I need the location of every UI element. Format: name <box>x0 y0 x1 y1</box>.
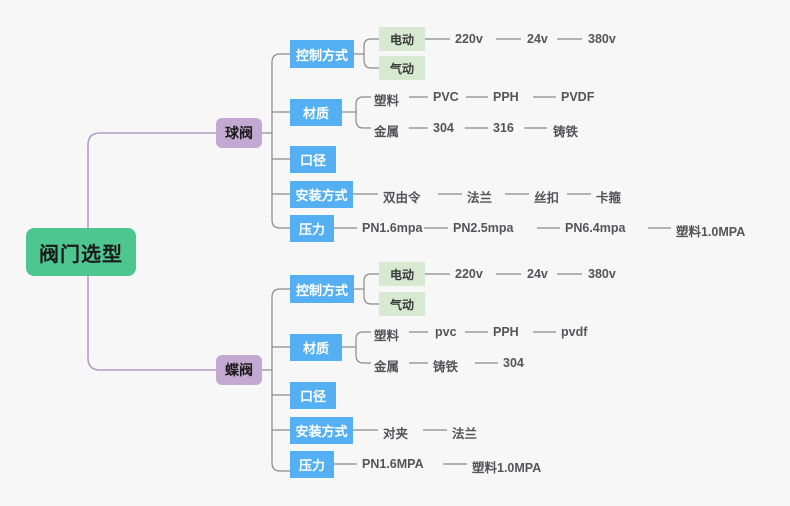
leaf-butterfly-install-wafer: 对夹 <box>383 427 409 441</box>
branch-node-ball-valve[interactable]: 球阀 <box>216 118 262 148</box>
topic-node-butterfly-control-mode[interactable]: 控制方式 <box>290 275 354 303</box>
branch-node-butterfly-valve[interactable]: 蝶阀 <box>216 355 262 385</box>
mode-label: 气动 <box>389 297 414 312</box>
leaf-ball-install-clamp: 卡箍 <box>596 191 622 205</box>
leaf-ball-plastic-pvdf: PVDF <box>561 90 595 104</box>
leaf-butterfly-material-plastic: 塑料 <box>374 329 400 343</box>
topic-node-butterfly-installation[interactable]: 安装方式 <box>290 417 353 444</box>
leaf-butterfly-metal-304: 304 <box>503 356 524 370</box>
mode-node-ball-electric[interactable]: 电动 <box>379 27 425 51</box>
leaf-ball-pressure-pn64: PN6.4mpa <box>565 221 626 235</box>
leaf-butterfly-electric-220v: 220v <box>455 267 483 281</box>
topic-label: 压力 <box>298 458 325 473</box>
leaf-butterfly-plastic-pph: PPH <box>493 325 519 339</box>
leaf-ball-pressure-pn25: PN2.5mpa <box>453 221 514 235</box>
leaf-butterfly-electric-24v: 24v <box>527 267 548 281</box>
leaf-ball-metal-cast-iron: 铸铁 <box>553 125 579 139</box>
leaf-ball-metal-304: 304 <box>433 121 454 135</box>
leaf-butterfly-plastic-pvc: pvc <box>435 325 457 339</box>
mode-label: 电动 <box>389 267 414 282</box>
topic-node-butterfly-material[interactable]: 材质 <box>290 334 342 361</box>
leaf-ball-electric-220v: 220v <box>455 32 483 46</box>
mode-label: 气动 <box>389 61 414 76</box>
topic-node-ball-installation[interactable]: 安装方式 <box>290 181 353 208</box>
leaf-ball-install-union: 双由令 <box>383 191 421 205</box>
leaf-ball-install-thread: 丝扣 <box>534 191 560 205</box>
leaf-butterfly-material-metal: 金属 <box>374 360 400 374</box>
leaf-butterfly-metal-cast-iron: 铸铁 <box>433 360 459 374</box>
leaf-ball-pressure-pn16: PN1.6mpa <box>362 221 423 235</box>
leaf-ball-electric-24v: 24v <box>527 32 548 46</box>
mode-node-ball-pneumatic[interactable]: 气动 <box>379 56 425 80</box>
leaf-ball-material-metal: 金属 <box>374 125 400 139</box>
topic-node-ball-diameter[interactable]: 口径 <box>290 146 336 173</box>
leaf-ball-pressure-plastic10: 塑料1.0MPA <box>676 225 746 239</box>
leaf-butterfly-install-flange: 法兰 <box>452 427 478 441</box>
topic-node-butterfly-diameter[interactable]: 口径 <box>290 382 336 409</box>
branch-label: 球阀 <box>225 125 253 141</box>
leaf-ball-electric-380v: 380v <box>588 32 616 46</box>
leaf-butterfly-pressure-plastic10: 塑料1.0MPA <box>472 461 542 475</box>
topic-label: 口径 <box>299 389 326 404</box>
leaf-butterfly-plastic-pvdf: pvdf <box>561 325 588 339</box>
topic-node-ball-material[interactable]: 材质 <box>290 99 342 126</box>
topic-label: 压力 <box>298 222 325 237</box>
root-node[interactable]: 阀门选型 <box>26 228 136 276</box>
root-label: 阀门选型 <box>39 243 123 266</box>
leaf-butterfly-electric-380v: 380v <box>588 267 616 281</box>
topic-label: 材质 <box>302 341 329 356</box>
topic-label: 口径 <box>299 153 326 168</box>
topic-node-ball-pressure[interactable]: 压力 <box>290 215 334 242</box>
topic-label: 安装方式 <box>295 188 348 203</box>
topic-node-butterfly-pressure[interactable]: 压力 <box>290 451 334 478</box>
leaf-ball-plastic-pvc: PVC <box>433 90 459 104</box>
topic-label: 控制方式 <box>296 282 349 298</box>
leaf-ball-install-flange: 法兰 <box>467 191 493 205</box>
topic-label: 材质 <box>302 106 329 121</box>
mode-node-butterfly-electric[interactable]: 电动 <box>379 262 425 286</box>
leaf-ball-plastic-pph: PPH <box>493 90 519 104</box>
branch-label: 蝶阀 <box>225 362 253 378</box>
leaf-ball-material-plastic: 塑料 <box>374 94 400 108</box>
mode-label: 电动 <box>389 32 414 47</box>
leaf-butterfly-pressure-pn16: PN1.6MPA <box>362 457 424 471</box>
topic-label: 控制方式 <box>296 47 349 63</box>
topic-node-ball-control-mode[interactable]: 控制方式 <box>290 40 354 68</box>
topic-label: 安装方式 <box>295 424 348 439</box>
mode-node-butterfly-pneumatic[interactable]: 气动 <box>379 292 425 316</box>
leaf-ball-metal-316: 316 <box>493 121 514 135</box>
